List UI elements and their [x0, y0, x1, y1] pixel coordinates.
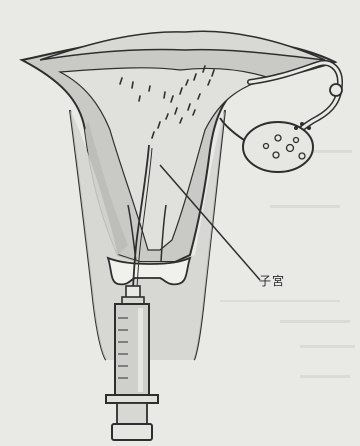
syringe-barrel-shine — [138, 308, 143, 392]
syringe-plunger-cap — [112, 424, 152, 440]
syringe-flange — [106, 395, 158, 403]
ovary — [243, 122, 313, 172]
uterus-label: 子宮 — [259, 272, 285, 289]
fimbria-knob — [330, 84, 342, 96]
background-bleed-through — [220, 150, 355, 378]
syringe-plunger-rod — [117, 403, 147, 425]
